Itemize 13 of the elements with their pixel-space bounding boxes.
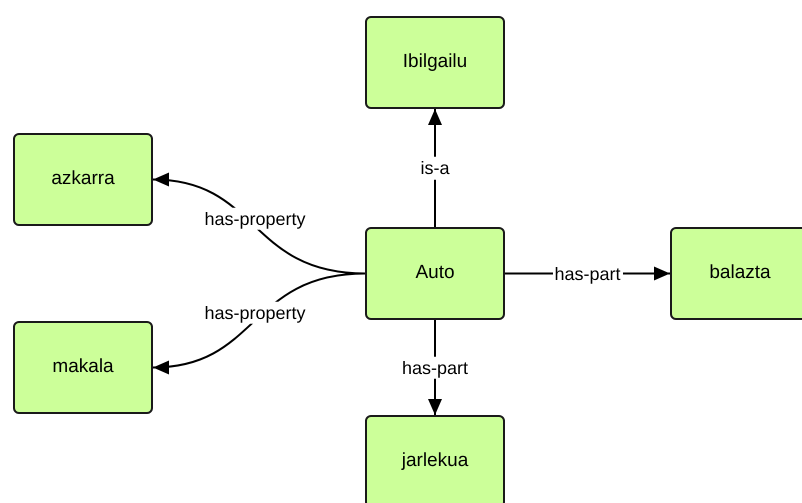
node-label: balazta: [709, 261, 771, 286]
concept-box: [365, 415, 505, 503]
concept-box: [365, 16, 505, 109]
edge-label: is-a: [418, 156, 452, 180]
concept-box: [365, 227, 505, 320]
node-label: jarlekua: [402, 449, 468, 474]
node-label: Ibilgailu: [402, 50, 468, 74]
concept-box: [13, 133, 153, 226]
concept-box: [670, 227, 802, 320]
node-label: azkarra: [51, 167, 115, 192]
node-label: makala: [52, 355, 114, 380]
node-label: Auto: [415, 261, 455, 286]
concept-box: [13, 321, 153, 414]
